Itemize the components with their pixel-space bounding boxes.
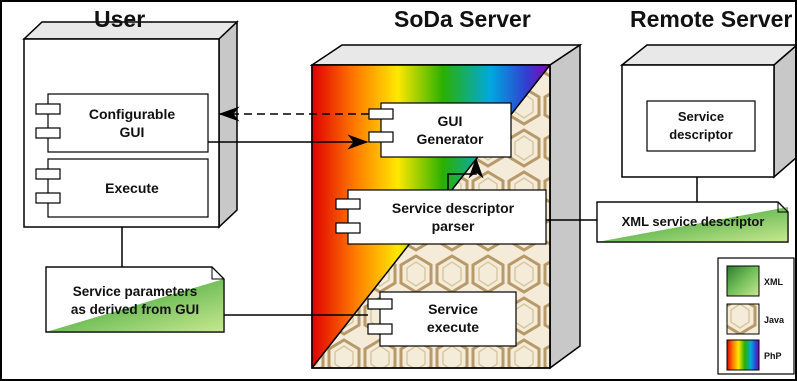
configurable-gui-label: Configurable GUI [62, 105, 202, 141]
service-descriptor-label: Service descriptor [649, 108, 753, 144]
service-params-label-line2: as derived from GUI [70, 302, 200, 317]
legend-label-xml: XML [764, 277, 783, 287]
parser-label: Service descriptor parser [364, 199, 542, 235]
legend [717, 257, 795, 375]
service-descriptor-box [646, 100, 756, 152]
legend-label-java: Java [764, 315, 785, 325]
service-descriptor-label-line2: descriptor [669, 127, 733, 142]
service-execute-label-line2: execute [426, 319, 480, 335]
gui-generator-label: GUI Generator [394, 112, 506, 148]
execute-component [35, 158, 209, 218]
service-execute-label-line1: Service [428, 301, 478, 317]
user-node-title: User [94, 6, 146, 32]
gui-generator-label-line2: Generator [416, 131, 484, 147]
service-params-label: Service parameters as derived from GUI [50, 283, 220, 319]
parser-label-line2: parser [431, 218, 475, 234]
service-params-label-line1: Service parameters [72, 284, 198, 299]
legend-swatch-xml [726, 265, 760, 297]
soda-node-title: SoDa Server [394, 6, 531, 32]
parser-to-generator-arrow [447, 157, 484, 190]
legend-swatch-java [726, 303, 760, 335]
configurable-gui-label-line1: Configurable [88, 106, 176, 122]
service-execute-label: Service execute [394, 300, 512, 336]
service-parameters-artifact [45, 266, 225, 333]
configurable-gui-component [35, 93, 209, 153]
xml-descriptor-artifact [596, 201, 789, 243]
service-execute-component [367, 291, 517, 347]
legend-swatch-php [726, 339, 760, 371]
parser-component [335, 189, 547, 245]
remote-node-title: Remote Server [630, 6, 793, 32]
configurable-gui-label-line2: GUI [119, 124, 145, 140]
xml-descriptor-label: XML service descriptor [621, 214, 765, 229]
execute-label: Execute [105, 180, 159, 196]
service-descriptor-label-line1: Service [677, 109, 725, 124]
gui-generator-label-line1: GUI [437, 113, 463, 129]
gui-generator-component [368, 102, 512, 158]
parser-label-line1: Service descriptor [391, 200, 515, 216]
legend-label-php: PhP [764, 351, 782, 361]
